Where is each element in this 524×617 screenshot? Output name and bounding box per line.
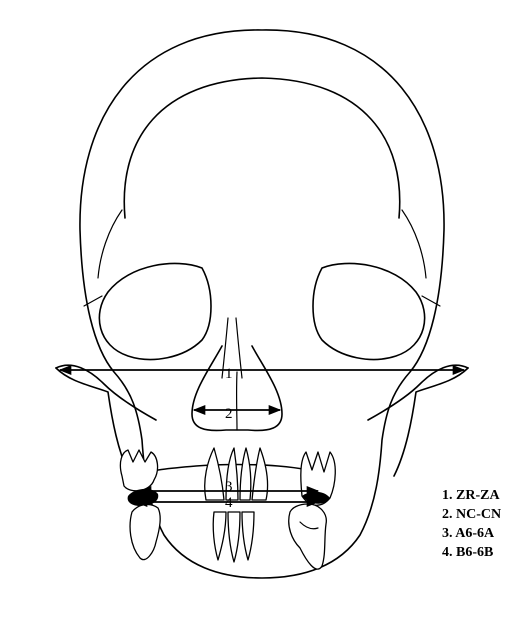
cranial-vault-line [124,78,399,218]
lower-left-molar [130,505,160,560]
legend-item-nc-cn: 2. NC-CN [442,505,501,524]
right-face-side [394,368,468,476]
right-cheek-line [368,365,468,420]
left-orbit [99,263,211,359]
legend-item-zr-za: 1. ZR-ZA [442,486,501,505]
measurement-legend: 1. ZR-ZA 2. NC-CN 3. A6-6A 4. B6-6B [442,486,501,562]
right-orbit [313,263,425,359]
lower-right-molar [289,504,327,569]
measure-number-2: 2 [225,406,233,422]
legend-item-b6-6b: 4. B6-6B [442,543,501,562]
legend-item-a6-6a: 3. A6-6A [442,524,501,543]
upper-right-molar [301,452,335,505]
nasal-bone-right [236,318,242,378]
measure-number-3: 3 [225,479,233,495]
left-cheek-line [56,365,156,420]
left-temporal-line [98,210,122,278]
measure-number-1: 1 [225,366,233,382]
upper-incisors [205,448,268,500]
right-temporal-line [402,210,426,278]
lower-incisors [213,512,254,562]
left-face-side [56,368,130,476]
upper-left-molar [120,450,158,506]
measure-number-4: 4 [225,495,233,511]
